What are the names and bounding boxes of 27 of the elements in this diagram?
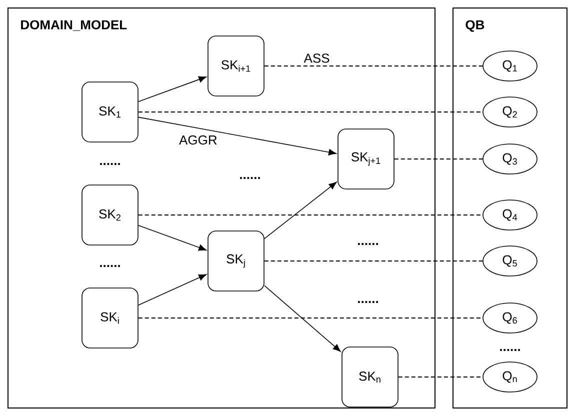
edge-label: AGGR — [179, 135, 217, 145]
rounded-box: SK$_{n}$ — [342, 346, 398, 408]
rounded-box: SK$_{j}$ — [208, 230, 264, 292]
connector — [264, 260, 484, 262]
connector — [138, 116, 336, 156]
ellipsis-dots: ...... — [358, 301, 378, 303]
connector — [394, 158, 484, 160]
connector — [264, 285, 341, 352]
ellipsis-dots: ...... — [100, 265, 120, 267]
ellipsis-dots: ...... — [100, 163, 120, 165]
ellipsis-dots: ...... — [500, 349, 520, 351]
rounded-box: SK$_{1}$ — [82, 82, 138, 142]
rounded-box: SK$_{2}$ — [82, 184, 138, 246]
connector — [138, 274, 207, 306]
edge-label: ASS — [304, 54, 330, 63]
connector — [138, 214, 484, 216]
ellipsis-dots: ...... — [240, 177, 260, 179]
ellipsis-dots: ...... — [358, 243, 378, 245]
rounded-box: SK$_{i+1}$ — [208, 36, 264, 96]
rounded-box: SK$_{j+1}$ — [338, 128, 394, 190]
rounded-box: SK$_{i}$ — [82, 288, 138, 348]
container-title: DOMAIN_MODEL — [21, 20, 127, 31]
container-title: QB — [466, 20, 484, 32]
connector — [398, 376, 484, 378]
connector — [264, 182, 337, 240]
connector — [138, 224, 206, 251]
connector — [138, 76, 206, 102]
